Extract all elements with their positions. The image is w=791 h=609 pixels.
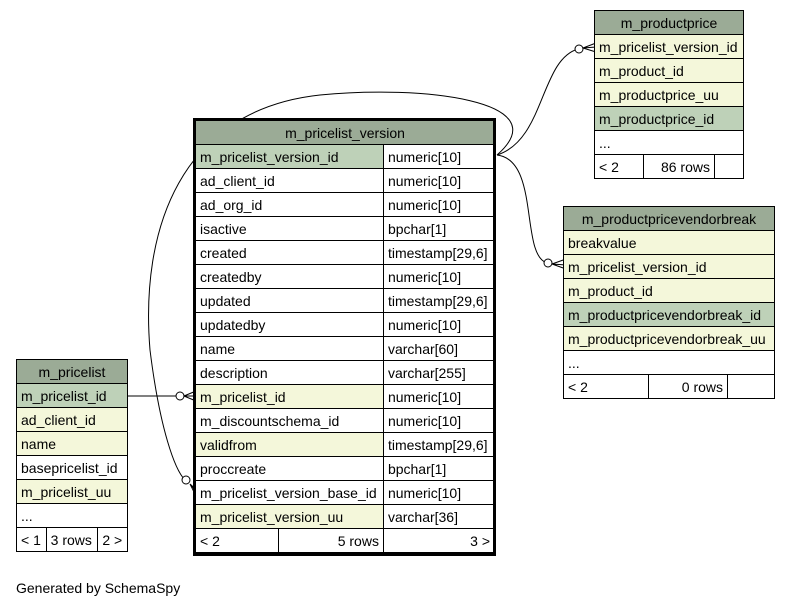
- parents-link[interactable]: < 2: [563, 374, 649, 399]
- parents-link[interactable]: < 1: [16, 527, 47, 552]
- column-name: ad_client_id: [16, 407, 128, 432]
- column-type: timestamp[29,6]: [382, 432, 496, 457]
- column-name: ad_org_id: [195, 192, 384, 217]
- relation-optional-marker: [574, 44, 584, 54]
- column-name: createdby: [195, 264, 384, 289]
- table-title: m_productprice: [594, 10, 744, 35]
- column-type: varchar[255]: [382, 360, 496, 385]
- table-title: m_pricelist_version: [195, 120, 495, 145]
- relation-crowfoot: [582, 42, 597, 53]
- column-name: ...: [594, 130, 744, 155]
- column-name: m_product_id: [563, 278, 775, 303]
- column-name: validfrom: [195, 432, 384, 457]
- column-name: m_product_id: [594, 58, 744, 83]
- table-m-pricelist-version[interactable]: m_pricelist_version m_pricelist_version_…: [195, 120, 496, 553]
- table-title: m_productpricevendorbreak: [563, 206, 775, 231]
- relation-version-to-productprice: [496, 48, 579, 156]
- column-type: varchar[36]: [382, 504, 496, 529]
- column-type: numeric[10]: [382, 264, 496, 289]
- column-name: created: [195, 240, 384, 265]
- children-link[interactable]: [714, 154, 744, 179]
- table-m-productpricevendorbreak[interactable]: m_productpricevendorbreak breakvalue m_p…: [563, 206, 775, 399]
- column-name: ...: [563, 350, 775, 375]
- row-count: 3 rows: [45, 527, 99, 552]
- relation-optional-marker: [543, 258, 553, 268]
- column-name: m_pricelist_version_base_id: [195, 480, 384, 505]
- column-name: ...: [16, 503, 128, 528]
- column-name: ad_client_id: [195, 168, 384, 193]
- table-m-productprice[interactable]: m_productprice m_pricelist_version_id m_…: [594, 10, 744, 179]
- children-link[interactable]: 3 >: [382, 528, 496, 553]
- column-type: numeric[10]: [382, 384, 496, 409]
- column-name: m_productprice_id: [594, 106, 744, 131]
- column-name: m_pricelist_uu: [16, 479, 128, 504]
- column-type: numeric[10]: [382, 408, 496, 433]
- column-type: numeric[10]: [382, 168, 496, 193]
- column-name: m_pricelist_id: [195, 384, 384, 409]
- table-m-pricelist[interactable]: m_pricelist m_pricelist_id ad_client_id …: [16, 359, 128, 552]
- column-type: bpchar[1]: [382, 456, 496, 481]
- relation-optional-marker: [181, 475, 191, 485]
- row-count: 0 rows: [648, 374, 728, 399]
- parents-link[interactable]: < 2: [594, 154, 644, 179]
- row-count: 5 rows: [278, 528, 384, 553]
- column-type: bpchar[1]: [382, 216, 496, 241]
- children-link[interactable]: [727, 374, 775, 399]
- column-type: numeric[10]: [382, 192, 496, 217]
- column-type: timestamp[29,6]: [382, 240, 496, 265]
- column-name: m_pricelist_id: [16, 383, 128, 408]
- column-name: name: [195, 336, 384, 361]
- column-name: m_productpricevendorbreak_id: [563, 302, 775, 327]
- column-name: updated: [195, 288, 384, 313]
- generated-by-label: Generated by SchemaSpy: [16, 580, 181, 596]
- column-name: isactive: [195, 216, 384, 241]
- column-type: varchar[60]: [382, 336, 496, 361]
- column-type: numeric[10]: [382, 144, 496, 169]
- column-type: numeric[10]: [382, 312, 496, 337]
- column-name: m_discountschema_id: [195, 408, 384, 433]
- column-name: basepricelist_id: [16, 455, 128, 480]
- row-count: 86 rows: [643, 154, 715, 179]
- column-name: m_pricelist_version_id: [594, 34, 744, 59]
- column-name: m_pricelist_version_id: [195, 144, 384, 169]
- column-name: m_productprice_uu: [594, 82, 744, 107]
- column-type: numeric[10]: [382, 480, 496, 505]
- table-title: m_pricelist: [16, 359, 128, 384]
- column-name: name: [16, 431, 128, 456]
- column-name: m_pricelist_version_uu: [195, 504, 384, 529]
- column-name: m_productpricevendorbreak_uu: [563, 326, 775, 351]
- column-name: updatedby: [195, 312, 384, 337]
- parents-link[interactable]: < 2: [195, 528, 279, 553]
- column-type: timestamp[29,6]: [382, 288, 496, 313]
- column-name: m_pricelist_version_id: [563, 254, 775, 279]
- column-name: description: [195, 360, 384, 385]
- relation-optional-marker: [175, 391, 185, 401]
- children-link[interactable]: 2 >: [97, 527, 128, 552]
- column-name: proccreate: [195, 456, 384, 481]
- relation-version-to-vendorbreak: [496, 154, 548, 264]
- column-name: breakvalue: [563, 230, 775, 255]
